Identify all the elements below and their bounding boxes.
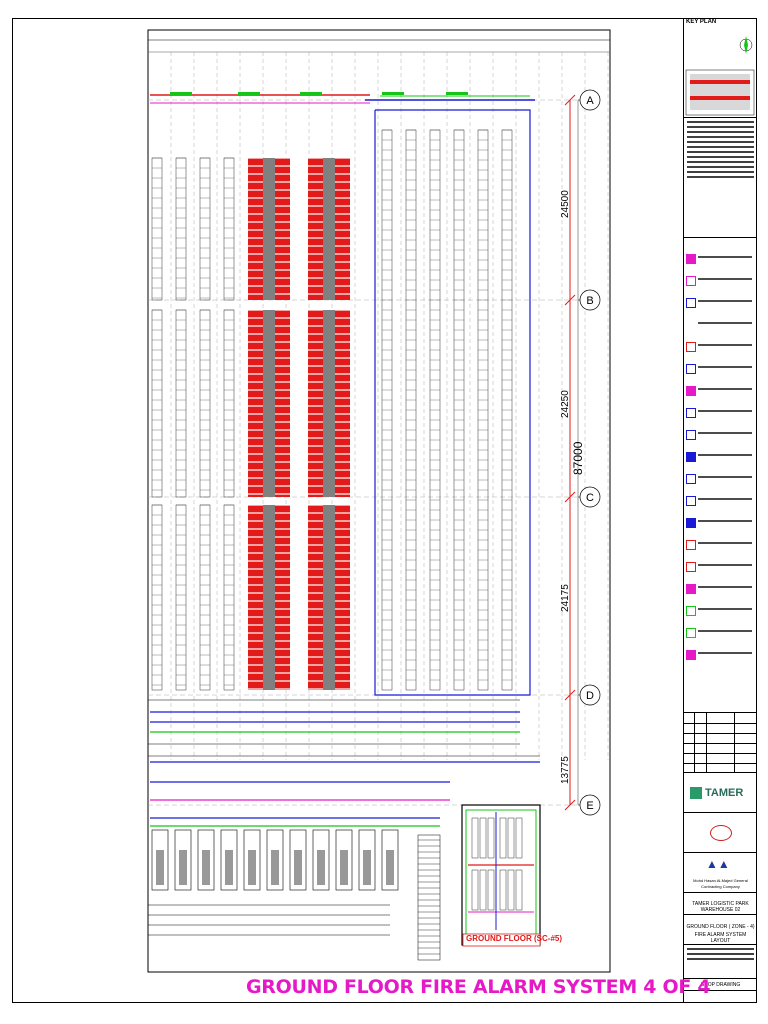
legend-row [686,362,756,376]
legend-row [686,626,756,640]
drawing-title-section: GROUND FLOOR ( ZONE - 4) FIRE ALARM SYST… [684,915,757,945]
legend-row [686,538,756,552]
legend-row [686,472,756,486]
legend-symbol-icon [686,254,696,264]
building-outline [147,29,611,973]
svg-text:A: A [586,95,594,107]
svg-text:C: C [586,492,594,504]
legend-row [686,384,756,398]
svg-text:D: D [586,690,594,702]
legend-symbol-icon [686,386,696,396]
legend-row [686,450,756,464]
legend-symbol-icon [686,320,696,330]
notes-section [684,118,757,238]
grid-bubble-b: B [578,289,601,311]
tamer-logo-icon [690,787,702,799]
key-plan-label: KEY PLAN [686,19,717,25]
title-block: KEY PLAN TAMER ▲▲ Mohd Hasan Al-Majed Ge… [683,18,757,1003]
consultant-logo-icon [710,825,732,841]
legend-row [686,406,756,420]
client-logo-section: TAMER [684,773,757,813]
dimension-segment-3: 24175 [560,584,571,612]
dimension-segment-4: 13775 [560,756,571,784]
legend-symbol-icon [686,298,696,308]
status-section: SHOP DRAWING [684,979,757,991]
contractor-section: ▲▲ Mohd Hasan Al-Majed General Contracti… [684,853,757,893]
zone-label: GROUND FLOOR (SC-#5) [466,934,562,943]
legend-symbol-icon [686,276,696,286]
legend-symbol-icon [686,628,696,638]
legend-symbol-icon [686,496,696,506]
legend-symbol-icon [686,650,696,660]
revision-table [684,713,757,773]
drawing-status: SHOP DRAWING [700,982,741,988]
grid-bubble-c: C [578,486,601,508]
drawing-title: GROUND FLOOR FIRE ALARM SYSTEM 4 OF 4 [246,976,711,998]
legend-symbol-icon [686,364,696,374]
legend-symbol-icon [686,430,696,440]
client-logo-text: TAMER [705,787,744,799]
legend-symbol-icon [686,562,696,572]
contractor-logo-icon: ▲▲ [706,857,730,871]
key-plan [685,36,755,116]
legend-symbol-icon [686,452,696,462]
drawing-name-line-2: FIRE ALARM SYSTEM LAYOUT [694,932,747,944]
grid-bubble-d: D [578,684,601,706]
legend-symbol-icon [686,408,696,418]
project-title: TAMER LOGISTIC PARK WAREHOUSE 02 [692,901,749,913]
legend-symbol-icon [686,342,696,352]
contractor-name: Mohd Hasan Al-Majed General Contracting … [693,878,748,889]
drawing-frame [12,18,757,1003]
legend-row [686,340,756,354]
legend-row [686,494,756,508]
legend-row [686,516,756,530]
legend-row [686,274,756,288]
legend-row [686,252,756,266]
legend-row [686,648,756,662]
consultant-section [684,813,757,853]
project-title-section: TAMER LOGISTIC PARK WAREHOUSE 02 [684,893,757,915]
legend-symbol-icon [686,540,696,550]
legend-row [686,604,756,618]
legend-row [686,318,756,332]
legend-symbol-icon [686,584,696,594]
drawing-name-line-1: GROUND FLOOR ( ZONE - 4) [686,924,755,930]
drawing-info-table [684,945,757,979]
legend-row [686,428,756,442]
legend-row [686,296,756,310]
svg-text:B: B [586,295,593,307]
dimension-segment-1: 24500 [560,190,571,218]
legend-symbol-icon [686,518,696,528]
legend-row [686,560,756,574]
grid-bubble-a: A [578,89,601,111]
svg-text:E: E [586,800,593,812]
legend-symbol-icon [686,606,696,616]
legend-symbol-icon [686,474,696,484]
dimension-total: 87000 [571,441,585,475]
grid-bubble-e: E [578,794,601,816]
legend-row [686,582,756,596]
legend-section [684,238,757,713]
dimension-segment-2: 24250 [560,390,571,418]
